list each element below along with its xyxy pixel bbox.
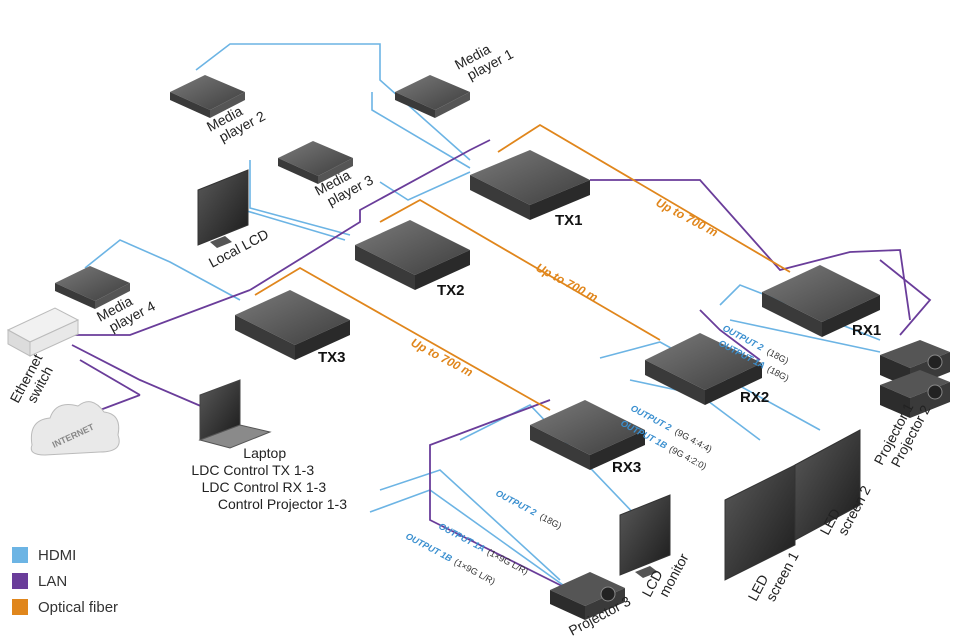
rx3-device[interactable]: RX3: [530, 400, 645, 476]
projectors-1-2: Projector 1 Projector 2: [871, 340, 950, 475]
rx2-label: RX2: [740, 389, 769, 406]
svg-text:Media player 1: Media player 1: [452, 32, 516, 86]
fiber-label-tx1-rx1: Up to 700 m: [654, 195, 721, 239]
rx3-output-1b-spec: (1×9G L/R): [453, 557, 497, 587]
legend-swatch-lan: [12, 573, 28, 589]
lan-cables: [71, 139, 932, 591]
tx3-label: TX3: [318, 349, 346, 366]
rx1-device[interactable]: RX1: [762, 265, 881, 339]
projector-3: Projector 3: [550, 572, 633, 639]
legend-label-lan: LAN: [38, 572, 68, 590]
media-player-4: Media player 4: [55, 266, 158, 335]
laptop-line2: LDC Control TX 1-3: [191, 462, 314, 478]
tx2-label: TX2: [437, 282, 465, 299]
media-player-1: Media player 1: [395, 32, 516, 118]
media-player-2: Media player 2: [170, 75, 268, 148]
legend-swatch-fiber: [12, 599, 28, 615]
legend-item-lan: LAN: [12, 568, 118, 594]
rx3-output-1a-label: OUTPUT 1A (1×9G L/R): [437, 521, 530, 577]
rx1-label: RX1: [852, 322, 881, 339]
rx1-output-2-spec: (18G): [765, 346, 790, 366]
legend-item-fiber: Optical fiber: [12, 594, 118, 620]
svg-text:Media player 2: Media player 2: [204, 94, 268, 148]
media-player-3: Media player 3: [278, 141, 376, 209]
rx3-output-1b-name: OUTPUT 1B: [404, 531, 454, 564]
svg-text:Ethernet switch: Ethernet switch: [7, 348, 61, 413]
svg-text:Laptop LDC Control TX 1-: Laptop LDC Control TX 1-3 LDC Control RX…: [191, 445, 347, 512]
laptop-line3: LDC Control RX 1-3: [202, 479, 327, 495]
lcd-monitor: LCD monitor: [619, 494, 692, 599]
rx2-device[interactable]: RX2: [645, 333, 769, 406]
legend-swatch-hdmi: [12, 547, 28, 563]
rx3-output-1a-spec: (1×9G L/R): [486, 547, 530, 577]
rx3-label: RX3: [612, 459, 641, 476]
laptop-line1: Laptop: [243, 445, 286, 461]
legend-item-hdmi: HDMI: [12, 542, 118, 568]
internet-cloud: INTERNET: [30, 401, 120, 456]
rx1-output-1a-spec: (18G): [766, 364, 791, 384]
legend-label-hdmi: HDMI: [38, 546, 77, 564]
svg-text:Projector 1 Projector 2: Projector 1 Projector 2: [871, 395, 934, 475]
ethernet-switch: Ethernet switch: [7, 307, 80, 413]
rx3-output-2-name: OUTPUT 2: [494, 488, 538, 518]
legend: HDMI LAN Optical fiber: [12, 542, 118, 620]
fiber-label-tx2-rx2: Up to 700 m: [534, 260, 601, 304]
rx3-output-1b-label: OUTPUT 1B (1×9G L/R): [404, 531, 497, 587]
tx1-device[interactable]: TX1: [470, 150, 590, 229]
led-screen-1: LED screen 1: [724, 464, 802, 604]
tx1-label: TX1: [555, 212, 583, 229]
rx3-output-2-label: OUTPUT 2 (18G): [494, 488, 563, 531]
laptop-line4: Control Projector 1-3: [218, 496, 347, 512]
legend-label-fiber: Optical fiber: [38, 598, 119, 616]
local-lcd: Local LCD: [197, 169, 271, 271]
led-screen-2: LED screen 2: [794, 429, 874, 541]
fiber-cables: [254, 123, 791, 411]
fiber-label-tx3-rx3: Up to 700 m: [409, 335, 476, 379]
rx3-output-2-spec: (18G): [538, 511, 563, 531]
tx2-device[interactable]: TX2: [355, 220, 470, 299]
tx3-device[interactable]: TX3: [235, 290, 350, 366]
laptop: Laptop LDC Control TX 1-3 LDC Control RX…: [191, 379, 347, 512]
